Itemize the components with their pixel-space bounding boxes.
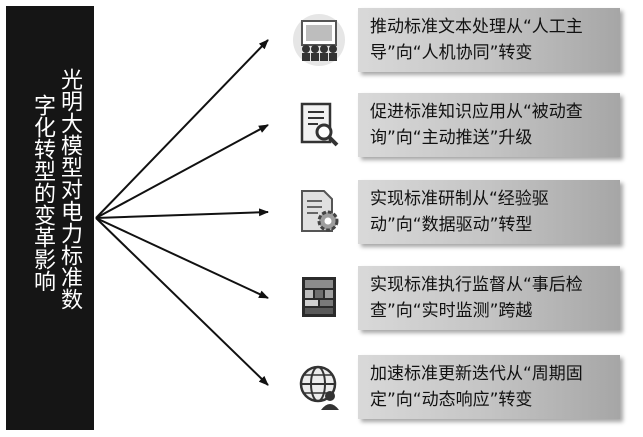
item-1-text: 推动标准文本处理从“人工主导”向“人机协同”转变 bbox=[370, 17, 583, 63]
item-5-box: 加速标准更新迭代从“周期固定”向“动态响应”转变 bbox=[358, 355, 620, 419]
monitor-dashboard-icon bbox=[288, 266, 350, 330]
central-topic-line-2: 字化转型的变革影响 bbox=[30, 94, 55, 292]
document-search-icon bbox=[288, 93, 350, 157]
item-4-box: 实现标准执行监督从“事后检查”向“实时监测”跨越 bbox=[358, 266, 620, 330]
item-4-text: 实现标准执行监督从“事后检查”向“实时监测”跨越 bbox=[370, 275, 583, 321]
central-topic-panel: 光明大模型对电力标准数 字化转型的变革影响 bbox=[6, 6, 94, 430]
presentation-audience-icon bbox=[288, 8, 350, 72]
arrow-2 bbox=[95, 124, 269, 219]
item-1-box: 推动标准文本处理从“人工主导”向“人机协同”转变 bbox=[358, 8, 620, 72]
central-topic-line-1: 光明大模型对电力标准数 bbox=[57, 68, 82, 310]
item-5-text: 加速标准更新迭代从“周期固定”向“动态响应”转变 bbox=[370, 364, 583, 410]
item-2-box: 促进标准知识应用从“被动查询”向“主动推送”升级 bbox=[358, 93, 620, 157]
item-3-text: 实现标准研制从“经验驱动”向“数据驱动”转型 bbox=[370, 189, 549, 235]
arrow-5 bbox=[95, 217, 269, 386]
item-3-box: 实现标准研制从“经验驱动”向“数据驱动”转型 bbox=[358, 180, 620, 244]
item-5: 加速标准更新迭代从“周期固定”向“动态响应”转变 bbox=[288, 355, 620, 419]
item-2: 促进标准知识应用从“被动查询”向“主动推送”升级 bbox=[288, 93, 620, 157]
arrow-3 bbox=[95, 208, 269, 219]
item-4: 实现标准执行监督从“事后检查”向“实时监测”跨越 bbox=[288, 266, 620, 330]
arrow-1 bbox=[95, 39, 269, 219]
arrow-4 bbox=[95, 217, 269, 299]
document-gear-icon bbox=[288, 180, 350, 244]
globe-user-icon bbox=[288, 355, 350, 419]
item-1: 推动标准文本处理从“人工主导”向“人机协同”转变 bbox=[288, 8, 620, 72]
item-3: 实现标准研制从“经验驱动”向“数据驱动”转型 bbox=[288, 180, 620, 244]
item-2-text: 促进标准知识应用从“被动查询”向“主动推送”升级 bbox=[370, 102, 583, 148]
